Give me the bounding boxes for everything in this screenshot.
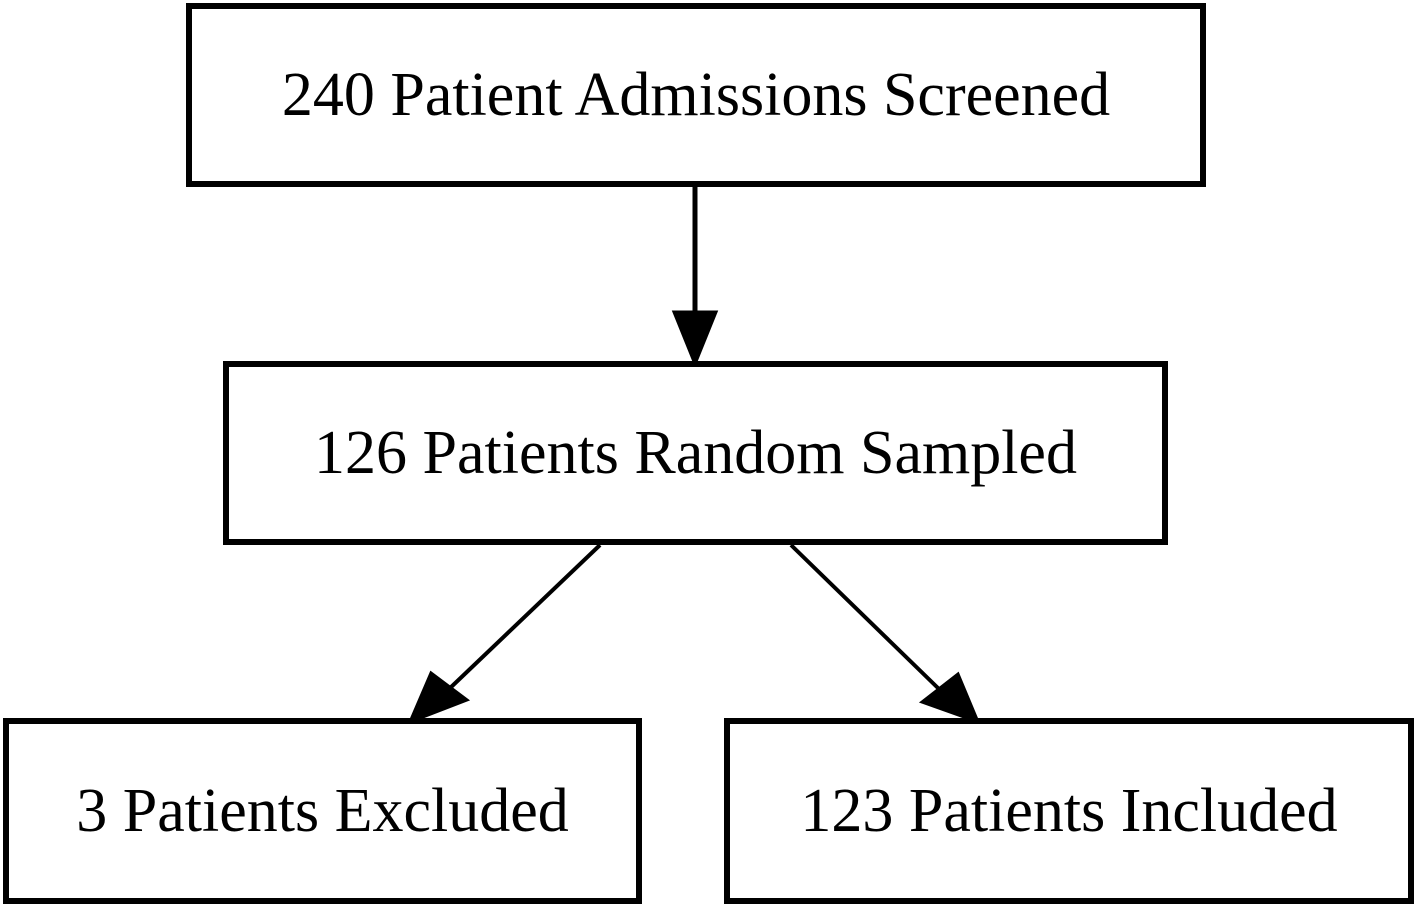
node-sampled: 126 Patients Random Sampled [223, 361, 1168, 545]
node-screened: 240 Patient Admissions Screened [186, 3, 1206, 187]
node-sampled-label: 126 Patients Random Sampled [314, 419, 1077, 487]
node-excluded-label: 3 Patients Excluded [76, 777, 569, 845]
node-excluded: 3 Patients Excluded [3, 718, 642, 904]
edge-sampled-to-included [789, 543, 981, 725]
node-included: 123 Patients Included [724, 718, 1414, 904]
edge-screened-to-sampled [671, 187, 719, 369]
node-screened-label: 240 Patient Admissions Screened [281, 61, 1111, 129]
edge-sampled-to-excluded [407, 543, 602, 725]
node-included-label: 123 Patients Included [800, 777, 1338, 845]
